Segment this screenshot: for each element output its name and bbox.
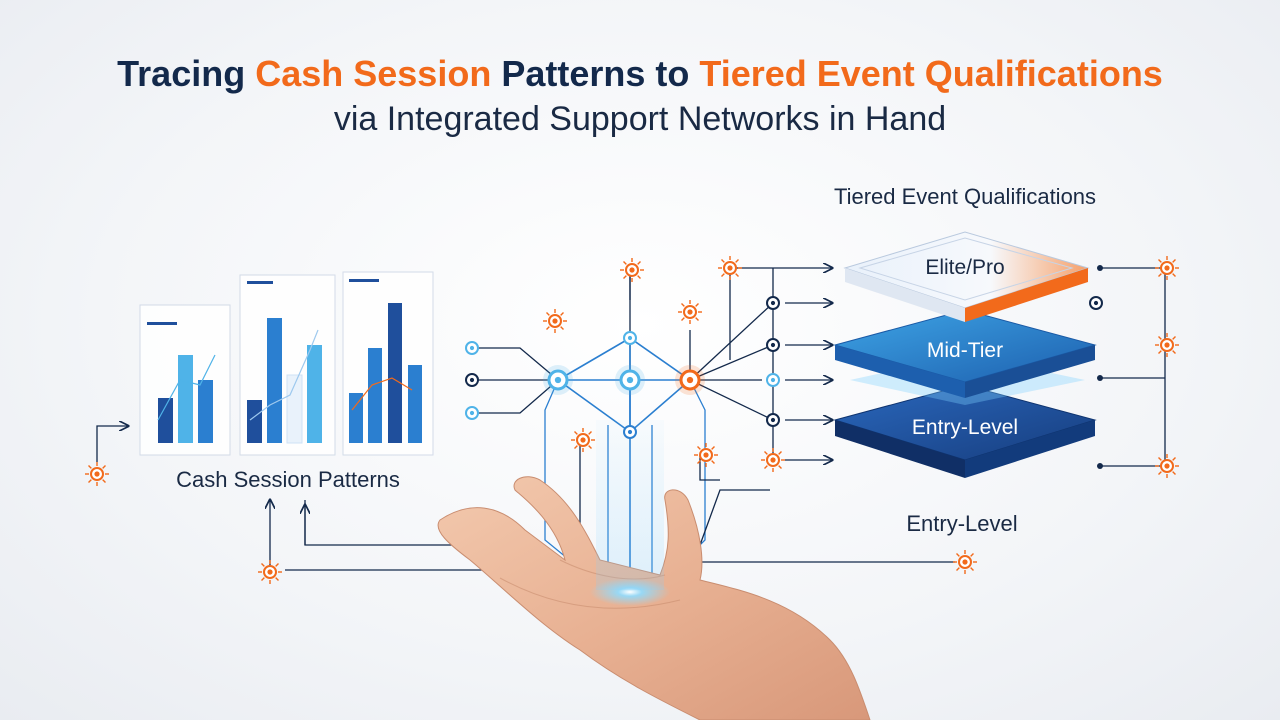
ring-node-icon [623,331,637,345]
ring-node-icon [465,341,479,355]
ring-node-icon [615,365,645,395]
title-part-3: Patterns to [491,53,699,94]
sun-node-icon [543,309,567,333]
ring-node-icon [766,338,780,352]
sun-node-icon [694,443,718,467]
sun-node-group [85,256,1179,584]
ring-node-icon [465,406,479,420]
ring-node-icon [1097,375,1103,381]
tiered-heading-label: Tiered Event Qualifications [834,184,1096,209]
tier-label-entry: Entry-Level [912,416,1018,439]
sun-node-icon [1155,333,1179,357]
sun-node-icon [678,300,702,324]
tier-stack: Elite/Pro Mid-Tier Entry-Level [833,231,1097,478]
cash-patterns-label: Cash Session Patterns [176,467,400,492]
bar-chart-icon [139,271,434,456]
ring-node-icon [543,365,573,395]
ring-node-icon [675,365,705,395]
ring-node-icon [766,413,780,427]
ring-node-group [465,265,1103,469]
title-line-2: via Integrated Support Networks in Hand [334,100,946,138]
sun-node-icon [761,448,785,472]
title-line-1: Tracing Cash Session Patterns to Tiered … [117,53,1163,94]
sun-node-icon [571,428,595,452]
ring-node-icon [465,373,479,387]
ring-node-icon [1097,265,1103,271]
sun-node-icon [620,258,644,282]
title-part-2: Cash Session [255,53,491,94]
ring-node-icon [1089,296,1103,310]
sun-node-icon [1155,256,1179,280]
sun-node-icon [953,550,977,574]
ring-node-icon [1097,463,1103,469]
sun-node-icon [718,256,742,280]
ring-node-icon [766,296,780,310]
title-part-4: Tiered Event Qualifications [699,53,1162,94]
tier-label-elite: Elite/Pro [925,256,1004,279]
light-beam [596,420,664,590]
tier-label-mid: Mid-Tier [927,339,1003,362]
sun-node-icon [85,462,109,486]
ring-node-icon [766,373,780,387]
entry-level-caption: Entry-Level [906,511,1017,536]
sun-node-icon [258,560,282,584]
ring-node-icon [623,425,637,439]
sun-node-icon [1155,454,1179,478]
title-part-1: Tracing [117,53,255,94]
